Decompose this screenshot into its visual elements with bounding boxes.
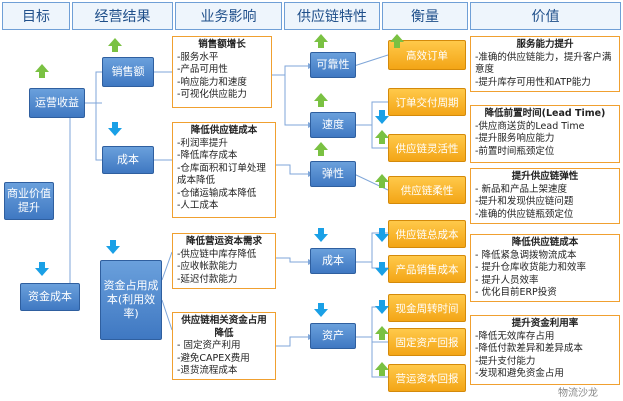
- value-item: -降低无效库存占用: [475, 330, 555, 342]
- value-title: 降低供应链成本: [511, 237, 579, 248]
- result-capital-cost: 资金占用成本(利用效率): [100, 260, 162, 340]
- value-item: -提升和发现供应链问题: [475, 196, 574, 208]
- value-item: - 新品和产品上架速度: [475, 183, 567, 195]
- trait-reliability: 可靠性: [310, 52, 356, 78]
- trait-assets: 资产: [310, 323, 356, 349]
- impact-item: -降低库存成本: [177, 150, 238, 162]
- impact-item: -产品可用性: [177, 64, 228, 76]
- header-goal: 目标: [2, 2, 70, 30]
- value-service: 服务能力提升 -准确的供应链能力，提升客户满意度 -提升库存可用性和ATP能力: [470, 36, 620, 92]
- value-item: -提升服务响应能力: [475, 133, 555, 145]
- watermark: 物流沙龙: [558, 388, 598, 399]
- value-item: -提升库存可用性和ATP能力: [475, 76, 591, 88]
- trait-speed: 速度: [310, 112, 356, 138]
- metric-cash-cycle: 现金周转时间: [388, 294, 466, 322]
- value-item: - 提升人员效率: [475, 274, 539, 286]
- impact-item: -响应能力和速度: [177, 76, 247, 88]
- value-title: 降低前置时间(Lead Time): [484, 108, 606, 119]
- impact-item: -仓库面积和订单处理成本降低: [177, 162, 266, 187]
- header-values: 价值: [470, 2, 621, 30]
- metric-perfect-order: 高效订单: [388, 40, 466, 70]
- metric-fixed-asset-return: 固定资产回报: [388, 328, 466, 356]
- goal-capital-cost: 资金成本: [20, 283, 80, 311]
- impact-item: -应收帐款能力: [177, 261, 238, 273]
- impact-item: -供应链中库存降低: [177, 248, 257, 260]
- metric-cogs: 产品销售成本: [388, 255, 466, 283]
- metric-working-capital-return: 营运资本回报: [388, 364, 466, 392]
- header-metrics: 衡量: [382, 2, 468, 30]
- value-item: - 提升仓库收货能力和效率: [475, 262, 586, 274]
- metric-flexibility: 供应链灵活性: [388, 134, 466, 162]
- header-results: 经营结果: [72, 2, 173, 30]
- impact-working-capital: 降低营运资本需求 -供应链中库存降低 -应收帐款能力 -延迟付款能力: [172, 233, 276, 289]
- impact-title: 降低供应链成本: [190, 125, 258, 136]
- impact-capital-occupation: 供应链相关资金占用降低 - 固定资产利用 -避免CAPEX费用 -退货流程成本: [172, 312, 276, 380]
- trait-resilience: 弹性: [310, 161, 356, 187]
- value-item: -准确的供应链瓶颈定位: [475, 208, 574, 220]
- value-item: - 降低紧急调拨物流成本: [475, 249, 577, 261]
- value-item: -前置时间瓶颈定位: [475, 145, 555, 157]
- value-item: -准确的供应链能力，提升客户满意度: [475, 51, 612, 76]
- value-item: -供应商送货的Lead Time: [475, 120, 585, 132]
- impact-title: 降低营运资本需求: [185, 236, 262, 247]
- value-resilience: 提升供应链弹性 - 新品和产品上架速度 -提升和发现供应链问题 -准确的供应链瓶…: [470, 168, 620, 224]
- impact-reduce-cost: 降低供应链成本 -利润率提升 -降低库存成本 -仓库面积和订单处理成本降低 -仓…: [172, 122, 276, 218]
- metric-adaptability: 供应链柔性: [388, 176, 466, 204]
- result-sales: 销售额: [102, 57, 154, 87]
- value-item: -降低付款差异和差异成本: [475, 343, 583, 355]
- goal-revenue: 运营收益: [29, 88, 85, 118]
- value-title: 服务能力提升: [516, 39, 574, 50]
- impact-title: 销售额增长: [198, 39, 246, 50]
- impact-item: -退货流程成本: [177, 365, 238, 377]
- impact-sales-growth: 销售额增长 -服务水平 -产品可用性 -响应能力和速度 -可视化供应能力: [172, 36, 272, 108]
- goal-business-value: 商业价值提升: [4, 182, 54, 220]
- metric-total-cost: 供应链总成本: [388, 220, 466, 248]
- impact-item: -利润率提升: [177, 137, 228, 149]
- value-item: -提升支付能力: [475, 355, 536, 367]
- value-title: 提升资金利用率: [511, 318, 579, 329]
- impact-item: -延迟付款能力: [177, 273, 238, 285]
- value-item: -发现和避免资金占用: [475, 368, 564, 380]
- impact-item: -仓储运输成本降低: [177, 187, 257, 199]
- value-lead-time: 降低前置时间(Lead Time) -供应商送货的Lead Time -提升服务…: [470, 105, 620, 163]
- value-reduce-cost: 降低供应链成本 - 降低紧急调拨物流成本 - 提升仓库收货能力和效率 - 提升人…: [470, 234, 620, 302]
- header-impacts: 业务影响: [175, 2, 282, 30]
- header-traits: 供应链特性: [284, 2, 380, 30]
- impact-item: -可视化供应能力: [177, 89, 247, 101]
- value-item: - 优化目前ERP投资: [475, 287, 557, 299]
- impact-item: -服务水平: [177, 51, 219, 63]
- value-capital-utilization: 提升资金利用率 -降低无效库存占用 -降低付款差异和差异成本 -提升支付能力 -…: [470, 315, 620, 385]
- impact-item: -避免CAPEX费用: [177, 352, 250, 364]
- metric-order-cycle: 订单交付周期: [388, 88, 466, 116]
- impact-item: -人工成本: [177, 200, 219, 212]
- trait-cost: 成本: [310, 248, 356, 274]
- result-cost: 成本: [102, 146, 154, 174]
- impact-title: 供应链相关资金占用降低: [181, 315, 267, 339]
- impact-item: - 固定资产利用: [177, 340, 241, 352]
- value-title: 提升供应链弹性: [511, 171, 579, 182]
